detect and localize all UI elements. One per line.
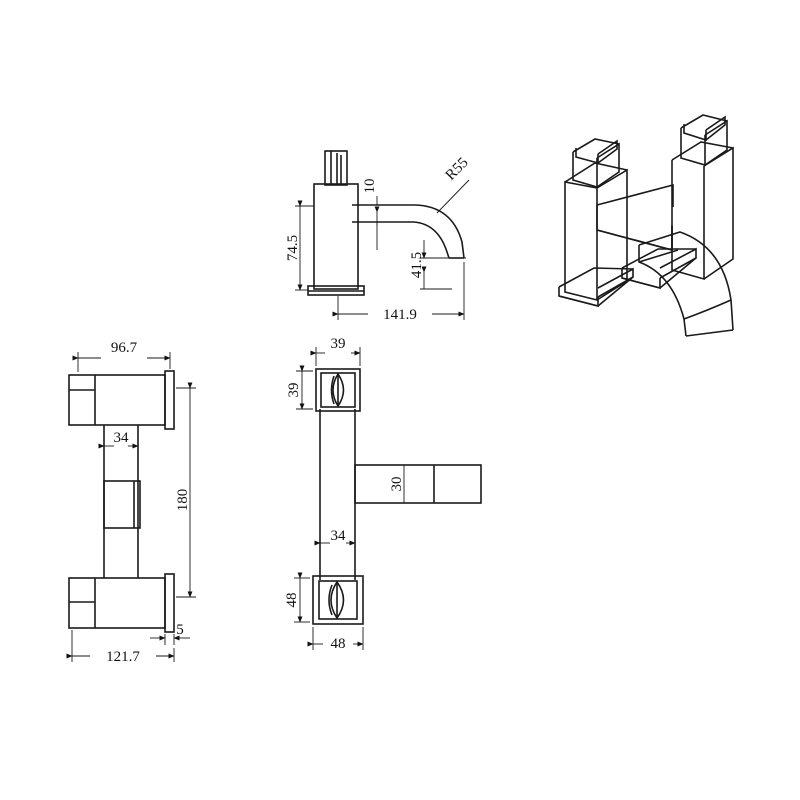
dim-spout-radius: R55	[443, 155, 472, 184]
dim-spout-height: 41.5	[409, 252, 425, 278]
plan-spout-arm	[354, 464, 482, 504]
side-base-flange	[307, 285, 365, 296]
front-column	[103, 425, 139, 578]
front-top-arm	[68, 370, 175, 430]
dim-height-body: 74.5	[285, 235, 301, 261]
iso-left-pillar	[558, 138, 634, 308]
side-body	[313, 183, 359, 290]
dim-centres: 180	[175, 489, 191, 512]
side-elevation-dimensions	[295, 179, 470, 320]
dim-pillar-width: 34	[114, 430, 130, 446]
front-elevation-dimensions	[66, 352, 196, 662]
iso-right-pillar	[671, 114, 734, 281]
dim-spout-width: 30	[389, 477, 405, 492]
dim-body-width: 34	[331, 528, 347, 544]
side-spout	[352, 204, 465, 259]
dim-spout-bore: 10	[362, 179, 378, 194]
side-cartridge-stem	[324, 150, 348, 186]
dim-overall-width: 121.7	[106, 649, 140, 665]
plan-top-handle	[315, 368, 361, 412]
plan-body-bar	[319, 409, 356, 580]
dim-handle-depth-base: 48	[284, 593, 300, 608]
front-bottom-arm	[68, 573, 175, 633]
view-plan	[312, 368, 482, 625]
iso-spout	[621, 231, 734, 337]
dim-handle-depth-top: 39	[286, 383, 302, 398]
iso-crossbar	[596, 183, 674, 252]
dim-spout-reach: 141.9	[383, 307, 417, 323]
view-side-elevation	[307, 150, 465, 296]
dim-flange-width: 96.7	[111, 340, 138, 356]
view-front-elevation	[68, 370, 175, 633]
view-isometric	[558, 114, 734, 337]
front-spout-block	[103, 480, 141, 529]
dim-handle-width-base: 48	[331, 636, 346, 652]
dim-flange-depth: 5	[176, 622, 184, 638]
dim-handle-width-top: 39	[331, 336, 346, 352]
plan-view-dimensions	[294, 347, 405, 650]
plan-bottom-handle	[312, 575, 364, 625]
